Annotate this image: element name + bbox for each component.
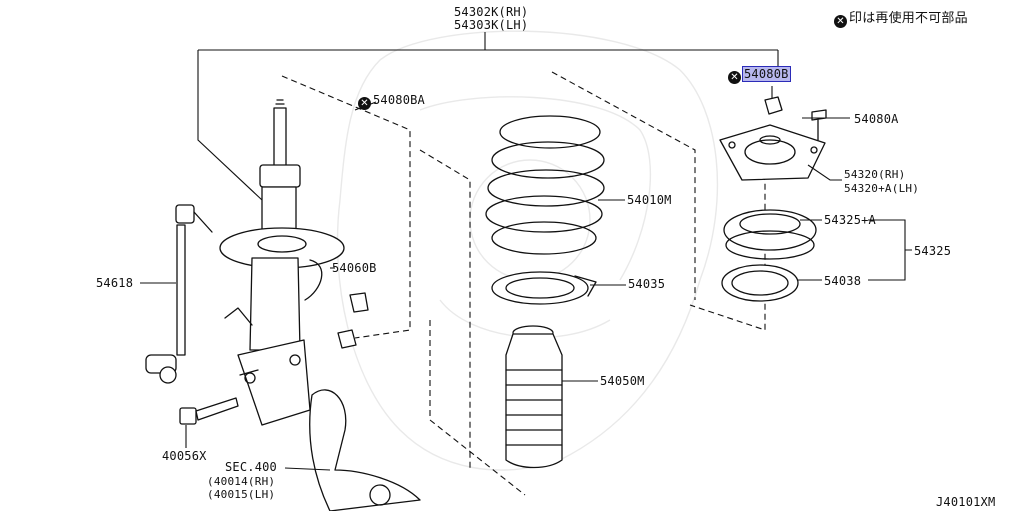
part-label-mount-rh[interactable]: 54320(RH) [844, 168, 906, 181]
part-label-54050m[interactable]: 54050M [600, 374, 645, 388]
part-label-mount-lh[interactable]: 54320+A(LH) [844, 182, 920, 195]
part-label-54038[interactable]: 54038 [824, 274, 862, 288]
bolt-54080a-part [811, 109, 827, 141]
coil-spring-part [485, 115, 605, 255]
part-label-strut-lh[interactable]: 54303K(LH) [454, 18, 529, 32]
part-label-54080b[interactable]: ✕54080B [728, 66, 791, 84]
bearing-part [723, 209, 817, 260]
legend: ✕印は再使用不可部品 [834, 12, 968, 28]
part-label-54010m[interactable]: 54010M [627, 193, 672, 207]
dashed-guide-center [419, 149, 471, 470]
part-label-54618[interactable]: 54618 [96, 276, 134, 290]
part-label-54060b[interactable]: 54060B [332, 261, 377, 275]
part-label-54325[interactable]: 54325 [914, 244, 952, 258]
stabilizer-link-part [145, 204, 213, 384]
bound-bumper-part [505, 325, 563, 469]
legend-text: 印は再使用不可部品 [849, 11, 968, 26]
spring-seat-part [491, 271, 597, 305]
strut-assembly-bracket [197, 32, 779, 201]
x-mark-icon: ✕ [728, 71, 741, 84]
part-label-54080ba[interactable]: ✕54080BA [358, 94, 425, 110]
part-label-40014[interactable]: (40014(RH) [207, 475, 276, 488]
part-label-strut-rh[interactable]: 54302K(RH) [454, 5, 529, 19]
spring-seat-54038-part [721, 264, 799, 302]
drawing-id: J40101XM [936, 495, 996, 509]
part-label-54325a[interactable]: 54325+A [824, 213, 876, 227]
part-label-sec-400[interactable]: SEC.400 [225, 460, 277, 474]
knuckle-part [309, 389, 421, 511]
nut-54080ba-part [337, 329, 357, 349]
part-label-54035[interactable]: 54035 [628, 277, 666, 291]
part-label-40015[interactable]: (40015(LH) [207, 488, 276, 501]
x-mark-icon: ✕ [834, 15, 847, 28]
bolt-54060b-part [349, 292, 369, 313]
dashed-guide-strut [281, 75, 411, 339]
part-label-54080a[interactable]: 54080A [854, 112, 899, 126]
mount-insulator-part [719, 124, 826, 181]
x-mark-icon: ✕ [358, 97, 371, 110]
dashed-guide-spring [429, 71, 696, 496]
part-label-40056x[interactable]: 40056X [162, 449, 207, 463]
strut-assembly-part [219, 99, 345, 426]
nut-54080b-part [764, 86, 783, 115]
bolt-40056x-part [179, 397, 239, 425]
